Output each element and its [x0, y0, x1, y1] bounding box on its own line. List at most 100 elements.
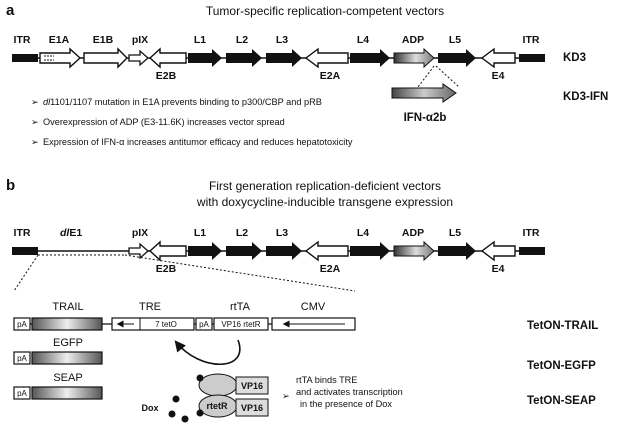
vector-teton-seap: TetON-SEAP	[527, 395, 596, 407]
note-line-3: in the presence of Dox	[300, 399, 392, 409]
itr-right-block-b	[519, 247, 545, 255]
vector-kd3-ifn: KD3-IFN	[563, 91, 608, 103]
l4-arrow-a	[350, 49, 390, 67]
rtetr-top	[198, 373, 238, 397]
e2b-arrow-b	[148, 240, 187, 262]
adp-arrow-b	[393, 240, 435, 262]
panel-a-letter: a	[6, 2, 15, 19]
dox-bound-1	[196, 374, 204, 382]
dox-bound-2	[196, 409, 204, 417]
ifn-insert-guide-left	[417, 65, 435, 88]
adp-arrow-a	[393, 47, 435, 69]
itr-left-block-a	[12, 54, 38, 62]
label-pix-a: pIX	[132, 34, 148, 46]
label-e4-b: E4	[492, 263, 505, 275]
l5-arrow-a	[438, 49, 476, 67]
rtta-box-text: VP16 rtetR	[221, 320, 260, 329]
l1-arrow-a	[188, 49, 222, 67]
label-dle1-b: dlE1	[60, 227, 82, 239]
label-e4-a: E4	[492, 70, 505, 82]
e2a-arrow-a	[304, 47, 349, 69]
pa-label-1: pA	[17, 320, 27, 329]
e1b-arrow-a	[83, 47, 128, 69]
ifn-insert-guide-right	[435, 65, 460, 88]
panel-b-title-1: First generation replication-deficient v…	[209, 179, 441, 193]
seap-bar	[31, 386, 103, 400]
panel-b-letter: b	[6, 177, 15, 194]
label-l5-b: L5	[449, 227, 461, 239]
label-dle1-italic: dl	[60, 227, 70, 239]
tre-box	[111, 317, 195, 331]
zoom-guide-left	[13, 254, 39, 292]
label-e1a-a: E1A	[49, 34, 70, 46]
vp16-bottom	[235, 398, 269, 417]
itr-right-block-a	[519, 54, 545, 62]
bullet-2: Overexpression of ADP (E3-11.6K) increas…	[43, 117, 285, 127]
dox-label: Dox	[141, 403, 158, 413]
vector-teton-trail: TetON-TRAIL	[527, 320, 598, 332]
e1a-arrow-a	[39, 47, 82, 69]
label-e1b-a: E1B	[93, 34, 114, 46]
label-l3-a: L3	[276, 34, 288, 46]
tre-box-text: 7 tetO	[155, 320, 177, 329]
label-l2-a: L2	[236, 34, 248, 46]
rtta-box	[213, 317, 269, 331]
ifn-label: IFN-α2b	[404, 112, 447, 124]
l3-arrow-a	[266, 49, 302, 67]
label-adp-a: ADP	[402, 34, 424, 46]
label-l1-a: L1	[194, 34, 206, 46]
egfp-bar	[31, 351, 103, 365]
vp16-bottom-label: VP16	[241, 403, 263, 413]
l3-arrow-b	[266, 242, 302, 260]
bullet-3: Expression of IFN-α increases antitumor …	[43, 137, 353, 147]
label-itr-right-b: ITR	[523, 227, 540, 239]
label-cmv: CMV	[301, 301, 326, 313]
label-egfp: EGFP	[53, 337, 83, 349]
trail-bar	[31, 317, 103, 331]
label-itr-left-a: ITR	[14, 34, 31, 46]
bullet-1: dl1101/1107 mutation in E1A prevents bin…	[43, 97, 322, 107]
label-e2b-a: E2B	[156, 70, 177, 82]
e2b-arrow-a	[148, 47, 187, 69]
l1-arrow-b	[188, 242, 222, 260]
bullet-1-marker: ➢	[31, 97, 39, 107]
vector-teton-egfp: TetON-EGFP	[527, 360, 596, 372]
l2-arrow-b	[226, 242, 262, 260]
label-e2a-a: E2A	[320, 70, 341, 82]
l2-arrow-a	[226, 49, 262, 67]
pa-label-2: pA	[199, 320, 209, 329]
vp16-top	[235, 376, 269, 395]
pa-box-2	[195, 317, 213, 331]
dox-molecule-1	[172, 395, 180, 403]
bullet-list-a: ➢ dl1101/1107 mutation in E1A prevents b…	[31, 97, 353, 147]
vp16-top-label: VP16	[241, 381, 263, 391]
bullet-2-marker: ➢	[31, 117, 39, 127]
panel-a-title: Tumor-specific replication-competent vec…	[206, 4, 444, 18]
label-l1-b: L1	[194, 227, 206, 239]
e4-arrow-a	[480, 47, 516, 69]
vector-kd3: KD3	[563, 52, 586, 64]
label-tre: TRE	[139, 301, 161, 313]
pa-box-1	[13, 317, 31, 331]
zoom-guide-right	[124, 254, 356, 292]
panel-b-title-2: with doxycycline-inducible transgene exp…	[196, 195, 453, 209]
pa-box-seap	[13, 386, 31, 400]
label-l4-a: L4	[357, 34, 369, 46]
rtetr-bottom-label: rtetR	[206, 401, 228, 411]
dox-molecule-2	[168, 410, 176, 418]
pix-arrow-a	[128, 49, 149, 67]
label-l4-b: L4	[357, 227, 369, 239]
bullet-3-marker: ➢	[31, 137, 39, 147]
dox-molecule-3	[181, 415, 189, 423]
e4-arrow-b	[480, 240, 516, 262]
itr-left-block-b	[12, 247, 38, 255]
label-e2b-b: E2B	[156, 263, 177, 275]
note-marker: ➢	[282, 391, 290, 401]
pix-arrow-b	[128, 242, 149, 260]
l5-arrow-b	[438, 242, 476, 260]
label-pix-b: pIX	[132, 227, 148, 239]
pa-label-egfp: pA	[17, 354, 27, 363]
label-seap: SEAP	[53, 372, 82, 384]
pa-box-egfp	[13, 351, 31, 365]
